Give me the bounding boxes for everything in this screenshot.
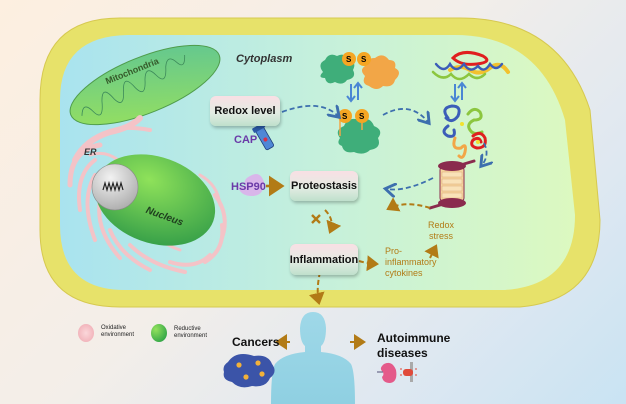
legend-text: Oxidative (101, 325, 127, 331)
cap-label: CAP (234, 134, 258, 146)
s-label: S (342, 112, 348, 121)
s-labels (338, 52, 371, 123)
hsp90-chaperone (238, 174, 264, 196)
legend-swatch-reductive (151, 324, 167, 342)
s-label: S (359, 112, 365, 121)
redox-stress-label: Redox stress (428, 220, 454, 242)
joint-icon (400, 362, 417, 382)
legend-swatch-oxidative (78, 324, 94, 342)
pro-inflammatory-line: Pro- (385, 246, 403, 256)
pro-inflammatory-line: cytokines (385, 268, 423, 278)
misfolded-protein-aggregate (431, 51, 510, 81)
inflammation-label: Inflammation (289, 253, 359, 266)
hsp90-label: HSP90 (231, 181, 266, 193)
proteostasis-label: Proteostasis (290, 180, 358, 192)
proteasome (428, 159, 476, 210)
autoimmune-line: Autoimmune (377, 331, 451, 345)
s-label: S (361, 55, 367, 64)
cancers-label: Cancers (232, 335, 280, 349)
equilibrium-arrows (346, 81, 467, 103)
cytoplasm-label: Cytoplasm (236, 53, 293, 65)
folded-protein-cluster (442, 104, 487, 159)
s-label: S (346, 55, 352, 64)
nucleus (91, 154, 216, 246)
human-silhouette (271, 312, 355, 404)
autoimmune-line: diseases (377, 346, 428, 360)
proteostasis-box: Proteostasis (290, 171, 358, 201)
legend-oxidative: Oxidative environment (101, 325, 134, 339)
autoimmune-diseases-label: Autoimmune diseases (377, 331, 450, 361)
legend-reductive: Reductive environment (174, 326, 207, 340)
dna-chromatin (91, 163, 139, 211)
redox-stress-line: Redox (428, 220, 455, 230)
inflammation-box: Inflammation (290, 244, 358, 275)
redox-stress-line: stress (429, 231, 454, 241)
legend-text: environment (174, 333, 208, 339)
redox-level-label: Redox level (214, 105, 276, 117)
cancer-cells-icon (223, 354, 275, 388)
pathway-arrows-blue (281, 106, 487, 190)
legend-text: environment (101, 332, 135, 338)
inhibition-cross (311, 214, 321, 224)
mitochondria (69, 44, 221, 126)
er-label: ER (84, 147, 97, 157)
pro-inflammatory-cytokines-label: Pro- inflammatory cytokines (385, 246, 437, 279)
kidney-icon (377, 362, 397, 383)
redox-level-box: Redox level (210, 96, 280, 126)
pro-inflammatory-line: inflammatory (385, 257, 437, 267)
legend-text: Reductive (174, 326, 201, 332)
